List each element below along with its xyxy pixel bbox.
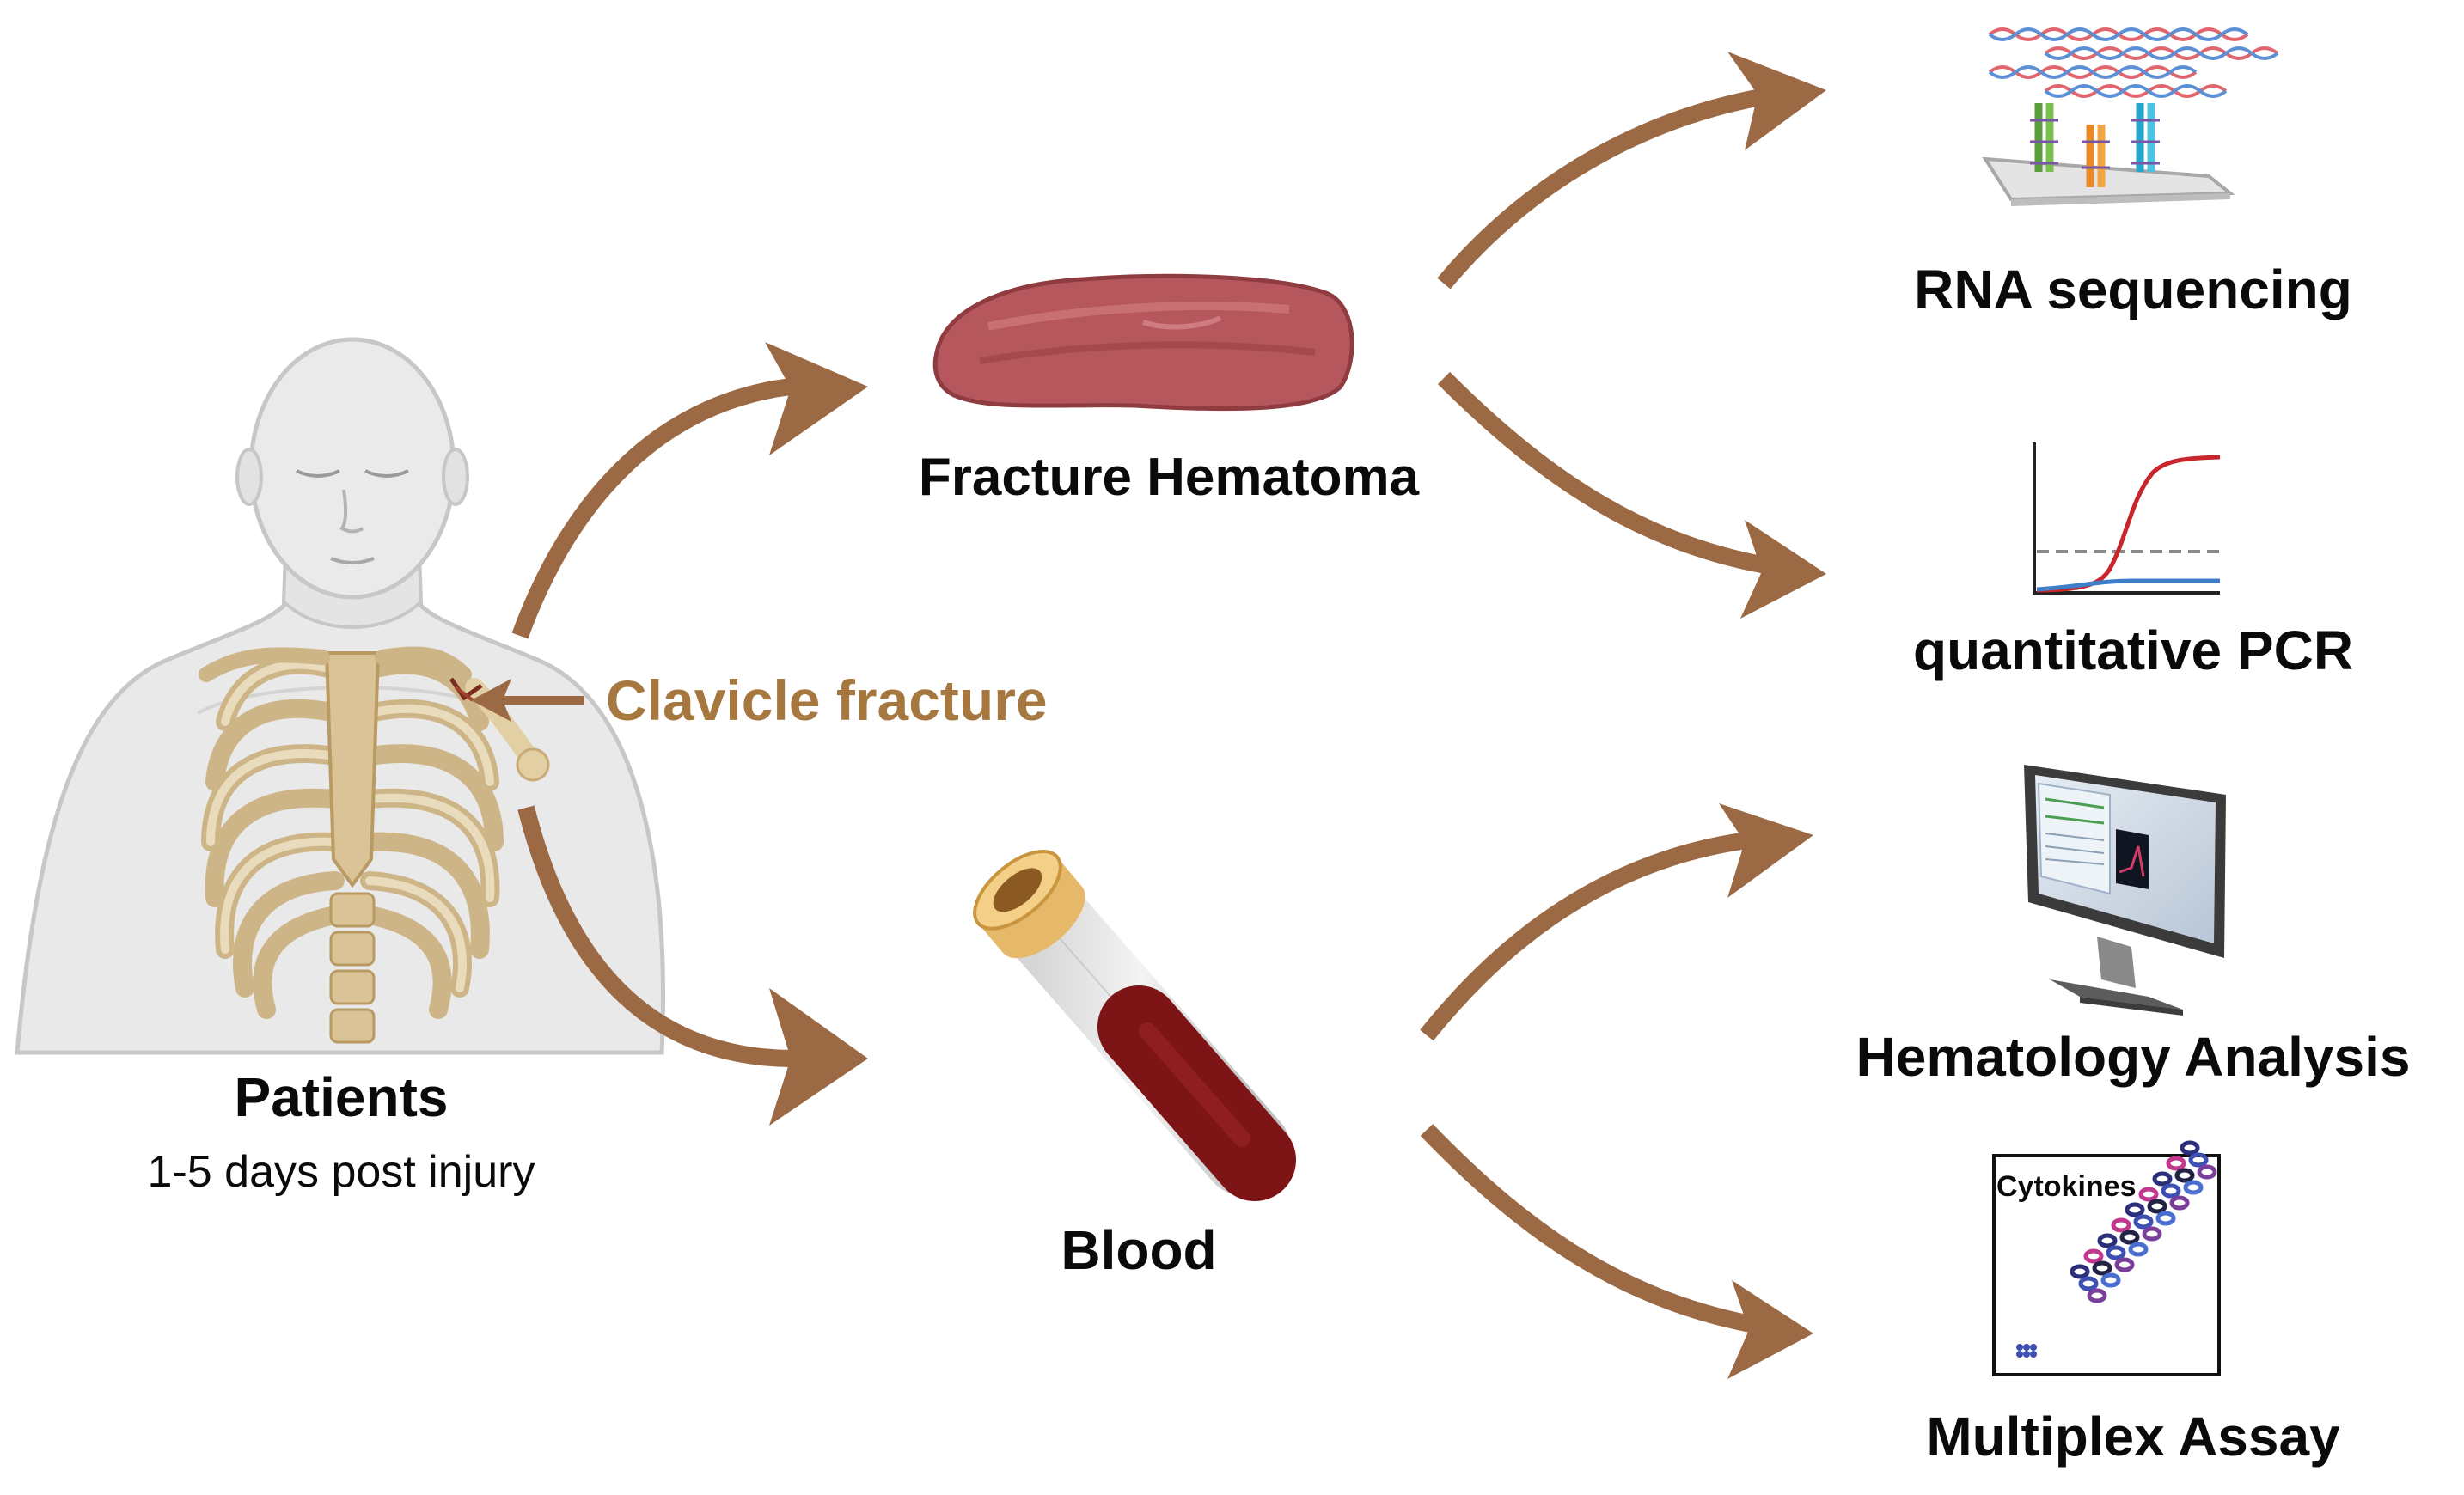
arrow-patient-to-hematoma (511, 378, 792, 639)
arrows (498, 84, 1789, 1336)
scatter-cluster (2078, 1276, 2099, 1291)
scatter-dot (2030, 1351, 2037, 1358)
scatter-dot (2030, 1344, 2037, 1351)
scatter-dot (2016, 1344, 2023, 1351)
post-injury-sublabel: 1-5 days post injury (147, 1147, 535, 1197)
scatter-cluster (2174, 1168, 2195, 1183)
scatter-cluster (2083, 1248, 2104, 1264)
rna-sequencing-label: RNA sequencing (1914, 259, 2352, 320)
scatter-cluster (2138, 1187, 2159, 1202)
amplification-curve-icon (2033, 442, 2221, 595)
scatter-cluster (2070, 1264, 2090, 1279)
patient-head (248, 337, 456, 600)
scatter-cluster (2180, 1140, 2200, 1156)
hematology-analysis-label: Hematology Analysis (1856, 1026, 2411, 1088)
arrow-blood-to-hematology (1420, 829, 1771, 1041)
quantitative-pcr-label: quantitative PCR (1912, 619, 2354, 681)
scatter-cluster (2128, 1242, 2149, 1257)
scatter-cluster (2169, 1195, 2190, 1211)
hematoma-tissue-icon (932, 273, 1354, 412)
scatter-cluster (2114, 1257, 2135, 1272)
cytokine-scatter-icon (1992, 1140, 2221, 1376)
sternum (324, 651, 381, 888)
scatter-cluster (2106, 1245, 2126, 1260)
scatter-dot (2023, 1344, 2030, 1351)
scatter-dot (2023, 1351, 2030, 1358)
clavicle-fracture-label: Clavicle fracture (606, 668, 1048, 732)
scatter-cluster (2183, 1180, 2204, 1195)
scatter-cluster (2142, 1226, 2162, 1242)
scatter-cluster (2100, 1272, 2121, 1288)
multiplex-assay-label: Multiplex Assay (1926, 1406, 2340, 1468)
scatter-cluster (2161, 1183, 2181, 1199)
scatter-cluster (2188, 1152, 2209, 1168)
scatter-cluster (2125, 1202, 2145, 1217)
scatter-cluster (2152, 1171, 2173, 1187)
fracture-hematoma-label: Fracture Hematoma (918, 448, 1420, 507)
scatter-cluster (2197, 1164, 2217, 1180)
spine (329, 892, 376, 1044)
arrow-hematoma-to-qpcr (1437, 371, 1789, 577)
blood-tube-icon (973, 849, 1296, 1201)
arrowheads (471, 52, 1826, 1379)
scatter-cluster (2147, 1199, 2167, 1214)
patients-label: Patients (234, 1066, 449, 1128)
blood-label: Blood (1061, 1219, 1217, 1281)
computer-monitor-icon (2024, 765, 2226, 1016)
arrow-blood-to-multiplex (1420, 1124, 1772, 1336)
scatter-dot (2016, 1351, 2023, 1358)
patient-figure (15, 337, 665, 1055)
scatter-cluster (2155, 1211, 2176, 1226)
scatter-cluster (2092, 1260, 2112, 1276)
scatter-cluster (2166, 1156, 2186, 1171)
scatter-cluster (2119, 1230, 2140, 1245)
scatter-cluster (2087, 1288, 2107, 1303)
scatter-cluster (2097, 1233, 2118, 1248)
dna-microarray-icon (1982, 27, 2279, 206)
arrow-hematoma-to-rna (1437, 84, 1789, 290)
scatter-cluster (2133, 1214, 2154, 1230)
arrow-patient-to-blood (517, 805, 792, 1067)
cytokines-plot-label: Cytokines (1996, 1170, 2137, 1203)
scatter-cluster (2111, 1217, 2131, 1233)
